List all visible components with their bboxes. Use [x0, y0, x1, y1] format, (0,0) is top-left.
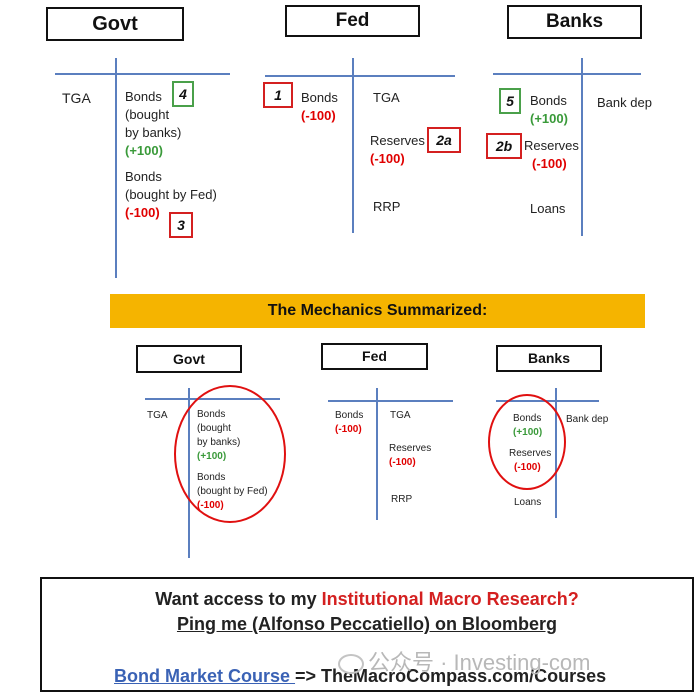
summary-fed-t-account-horizontal [328, 400, 453, 402]
fed-bonds-label: Bonds [301, 90, 338, 105]
govt-t-account-horizontal [55, 73, 230, 75]
banks-bonds-label: Bonds [530, 93, 567, 108]
summary-fed-title: Fed [362, 348, 387, 364]
fed-tga-label: TGA [373, 90, 400, 105]
summary-banks-title-box: Banks [496, 345, 602, 372]
promo-research-link[interactable]: Institutional Macro Research? [321, 589, 579, 609]
step-badge-3: 3 [169, 212, 193, 238]
summary-govt-title: Govt [173, 351, 205, 367]
step-badge-5: 5 [499, 88, 521, 114]
courses-url-text: => TheMacroCompass.com/Courses [295, 666, 607, 686]
fed-title-box: Fed [285, 5, 420, 37]
step-badge-2a: 2a [427, 127, 461, 153]
banks-title-box: Banks [507, 5, 642, 39]
summary-banks-title: Banks [527, 350, 571, 366]
banks-reserves-value: (-100) [532, 156, 567, 171]
promo-line-3: Bond Market Course => TheMacroCompass.co… [114, 666, 692, 687]
fed-rrp-label: RRP [373, 199, 401, 214]
banks-t-account-vertical [581, 58, 583, 236]
govt-bonds-fed-value: (-100) [125, 205, 160, 220]
summary-fed-reserves-label: Reserves [389, 443, 432, 454]
summary-banks-loans-label: Loans [514, 497, 542, 508]
fed-reserves-value: (-100) [370, 151, 405, 166]
govt-bonds-fed-line2: (bought by Fed) [125, 187, 217, 202]
govt-bonds-fed-line1: Bonds [125, 169, 162, 184]
banks-loans-label: Loans [530, 201, 566, 216]
mechanics-banner: The Mechanics Summarized: [110, 294, 645, 328]
watermark-wechat-icon [338, 654, 364, 675]
summary-banks-highlight-oval [488, 394, 566, 490]
summary-fed-reserves-value: (-100) [389, 457, 416, 468]
summary-banks-bank-dep-label: Bank dep [566, 414, 609, 425]
watermark-label: 公众号 · Investing-com [368, 650, 591, 675]
summary-govt-highlight-oval [174, 385, 286, 523]
govt-bonds-banks-line2: (bought [125, 107, 170, 122]
promo-line-1-prefix: Want access to my [155, 589, 322, 609]
govt-title: Govt [92, 13, 138, 35]
summary-fed-bonds-label: Bonds [335, 410, 364, 421]
fed-t-account-vertical [352, 58, 354, 233]
mechanics-banner-text: The Mechanics Summarized: [267, 302, 488, 319]
govt-bonds-banks-line1: Bonds [125, 89, 162, 104]
banks-bank-dep-label: Bank dep [597, 95, 652, 110]
fed-title: Fed [335, 10, 370, 31]
fed-reserves-label: Reserves [370, 133, 425, 148]
govt-bonds-banks-value: (+100) [125, 143, 163, 158]
promo-line-1: Want access to my Institutional Macro Re… [42, 589, 692, 610]
summary-fed-t-account-vertical [376, 388, 378, 520]
banks-title: Banks [545, 11, 604, 32]
summary-govt-tga-label: TGA [147, 410, 168, 421]
govt-title-box: Govt [46, 7, 184, 41]
step-badge-1: 1 [263, 82, 293, 108]
promo-footer-box: Want access to my Institutional Macro Re… [40, 577, 694, 692]
summary-fed-title-box: Fed [321, 343, 428, 370]
banks-reserves-label: Reserves [524, 138, 579, 153]
fed-bonds-value: (-100) [301, 108, 336, 123]
bond-market-course-link[interactable]: Bond Market Course [114, 666, 296, 686]
step-badge-4: 4 [172, 81, 194, 107]
summary-fed-rrp-label: RRP [391, 494, 413, 505]
govt-bonds-banks-line3: by banks) [125, 125, 182, 140]
banks-t-account-horizontal [493, 73, 641, 75]
fed-t-account-horizontal [265, 75, 455, 77]
govt-t-account-vertical [115, 58, 117, 278]
summary-fed-tga-label: TGA [390, 410, 411, 421]
watermark-text: 公众号 · Investing-com [338, 645, 591, 677]
summary-govt-title-box: Govt [136, 345, 242, 373]
summary-fed-bonds-value: (-100) [335, 424, 362, 435]
promo-bloomberg-text: Ping me (Alfonso Peccatiello) on Bloombe… [176, 614, 558, 634]
promo-line-2: Ping me (Alfonso Peccatiello) on Bloombe… [42, 614, 692, 635]
govt-tga-label: TGA [62, 90, 91, 106]
banks-bonds-value: (+100) [530, 111, 568, 126]
step-badge-2b: 2b [486, 133, 522, 159]
